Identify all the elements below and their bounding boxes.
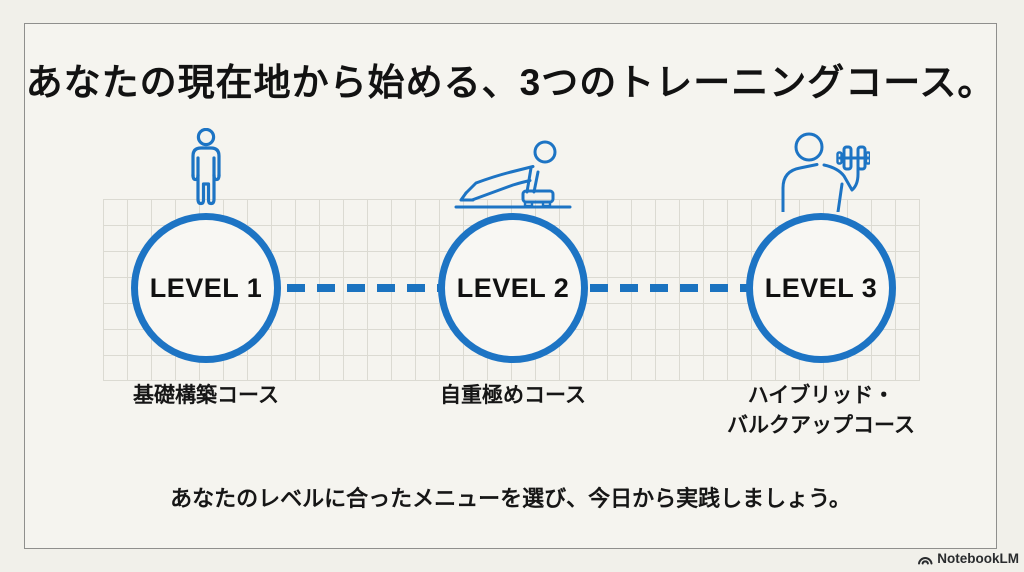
level-1-badge: LEVEL 1: [149, 272, 263, 303]
level-1-node: LEVEL 1: [131, 213, 281, 363]
course-label-1: 基礎構築コース: [133, 384, 279, 407]
course-label-2: 自重極めコース: [440, 384, 586, 407]
standing-person-icon: [182, 128, 230, 212]
level-2-badge: LEVEL 2: [456, 272, 570, 303]
slide-title: あなたの現在地から始める、3つのトレーニングコース。: [25, 62, 996, 103]
slide-canvas: あなたの現在地から始める、3つのトレーニングコース。: [24, 23, 997, 549]
slide-footer-text: あなたのレベルに合ったメニューを選び、今日から実践しましょう。: [170, 486, 851, 511]
notebooklm-watermark: NotebookLM: [917, 551, 1019, 566]
dumbbell-person-icon: [772, 128, 870, 212]
notebooklm-logo-icon: [917, 552, 933, 566]
dashed-connector-2: [590, 284, 747, 292]
level-3-node: LEVEL 3: [746, 213, 896, 363]
notebooklm-label: NotebookLM: [937, 551, 1019, 566]
pushup-person-icon: [453, 137, 573, 211]
level-2-node: LEVEL 2: [438, 213, 588, 363]
course-label-3: ハイブリッド・ バルクアップコース: [727, 384, 915, 438]
dashed-connector-1: [287, 284, 439, 292]
level-3-badge: LEVEL 3: [764, 272, 878, 303]
